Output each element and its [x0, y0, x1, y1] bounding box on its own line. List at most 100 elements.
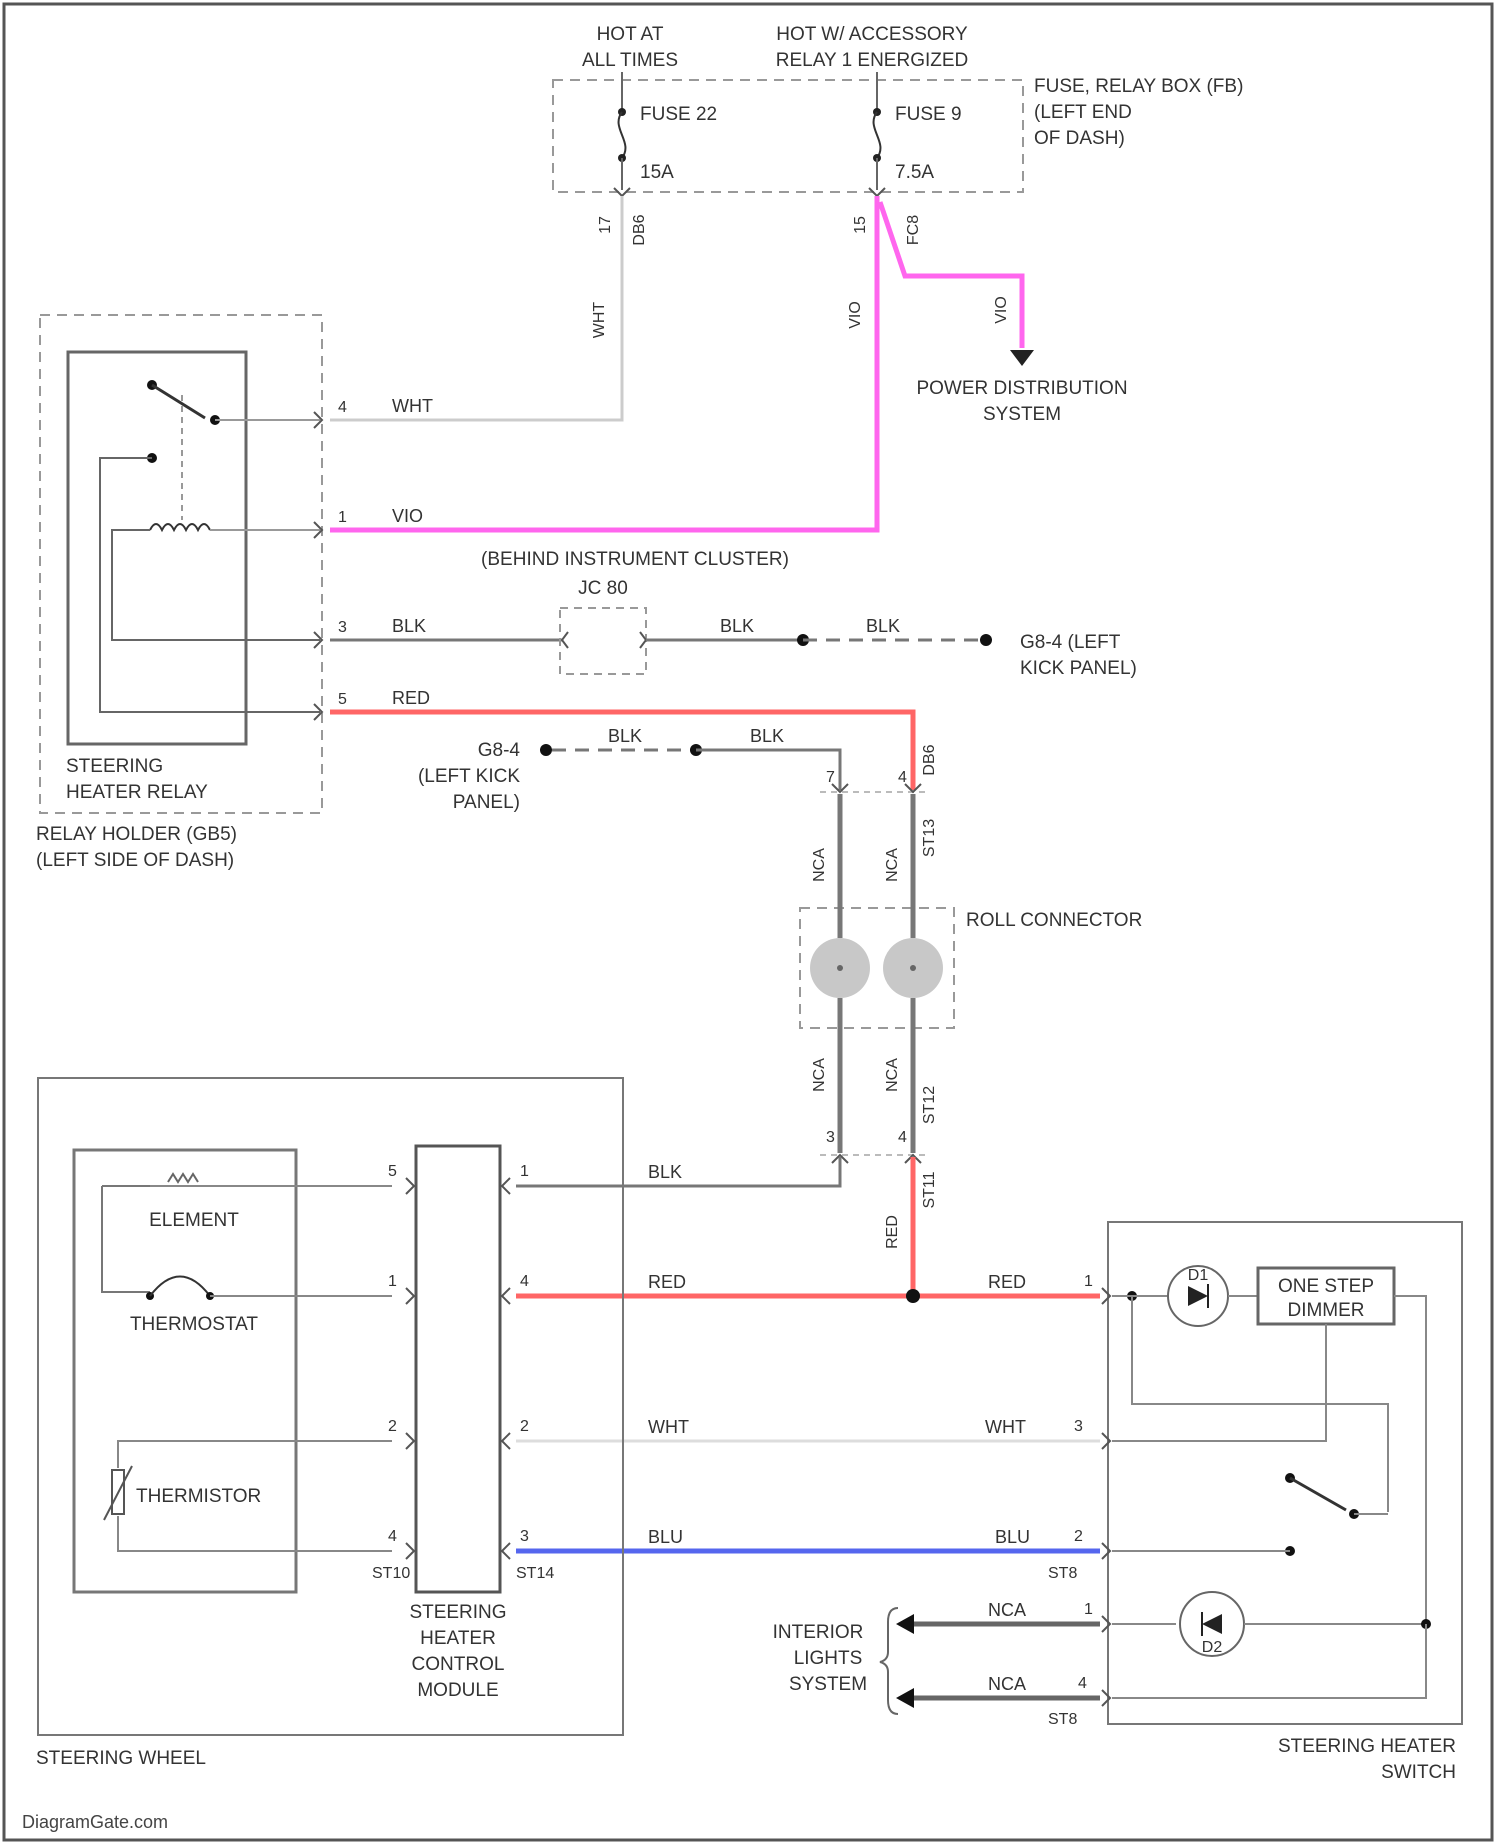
- module-left-pin-1: 1: [388, 1273, 397, 1290]
- interior-lights-line1: INTERIOR: [773, 1622, 864, 1643]
- fuse-9: FUSE 9 7.5A: [873, 72, 962, 190]
- ground-top-line1: G8-4 (LEFT: [1020, 632, 1121, 653]
- thermistor-label: THERMISTOR: [136, 1486, 261, 1507]
- wire-label-vio-branch: VIO: [993, 296, 1010, 324]
- led-1-label: D1: [1188, 1267, 1209, 1284]
- jc80-label: JC 80: [578, 578, 628, 599]
- power-distribution-system: POWER DISTRIBUTION SYSTEM: [916, 378, 1127, 425]
- wire-label-nca-interior-2: NCA: [988, 1674, 1026, 1694]
- module-connector-st10: ST10: [372, 1565, 410, 1582]
- wire-label-wht-switch: WHT: [985, 1417, 1026, 1437]
- fb-connector-b: FC8: [905, 215, 922, 245]
- wire-label-blk-module: BLK: [648, 1162, 682, 1182]
- wire-label-vio-relay: VIO: [392, 506, 423, 526]
- arrow-interior-2: [896, 1688, 914, 1708]
- hot-accessory-line2: RELAY 1 ENERGIZED: [776, 50, 969, 71]
- fuse-box-label-line3: OF DASH): [1034, 128, 1125, 149]
- switch-contact: [1112, 1473, 1388, 1556]
- module-label-line4: MODULE: [417, 1680, 498, 1701]
- wire-vio-fuse9-relay: [330, 196, 877, 530]
- ground-left-line3: PANEL): [453, 792, 520, 813]
- steering-wheel: STEERING WHEEL ELEMENT THERMOSTAT THERMI…: [36, 1078, 623, 1769]
- switch-indicator-led-1: D1: [1168, 1266, 1228, 1326]
- wire-label-blk-ground-left: BLK: [608, 726, 642, 746]
- relay-pin-3: 3: [338, 619, 347, 636]
- module-right-pin-1: 1: [520, 1163, 529, 1180]
- module-label-line2: HEATER: [420, 1628, 496, 1649]
- hot-accessory-line1: HOT W/ ACCESSORY: [776, 24, 968, 45]
- led-2-label: D2: [1202, 1639, 1223, 1656]
- wire-label-blu-switch: BLU: [995, 1527, 1030, 1547]
- power-distribution-arrow: [1010, 350, 1034, 366]
- roll-pin-7: 7: [826, 769, 835, 786]
- wire-label-nca-2: NCA: [884, 848, 901, 882]
- module-right-pin-4: 4: [520, 1273, 529, 1290]
- watermark: DiagramGate.com: [22, 1812, 168, 1832]
- relay-name-line1: STEERING: [66, 756, 163, 777]
- fuse-9-name: FUSE 9: [895, 104, 962, 125]
- wire-label-blu-module: BLU: [648, 1527, 683, 1547]
- hot-at-all-times-line2: ALL TIMES: [582, 50, 678, 71]
- roll-connector-label: ROLL CONNECTOR: [966, 910, 1142, 931]
- fuse-relay-box: HOT AT ALL TIMES HOT W/ ACCESSORY RELAY …: [553, 24, 1243, 246]
- power-distribution-line2: SYSTEM: [983, 404, 1061, 425]
- wire-label-wht-vertical: WHT: [591, 302, 608, 339]
- fuse-22-name: FUSE 22: [640, 104, 717, 125]
- switch-pin-3: 3: [1074, 1418, 1083, 1435]
- ground-left-line1: G8-4: [478, 740, 521, 761]
- power-distribution-line1: POWER DISTRIBUTION: [916, 378, 1127, 399]
- thermostat: THERMOSTAT: [130, 1277, 392, 1336]
- wire-label-blk-roll: BLK: [750, 726, 784, 746]
- junction-connector-jc80: JC 80: [560, 578, 646, 674]
- interior-lights-line3: SYSTEM: [789, 1674, 867, 1695]
- roll-connector: ROLL CONNECTOR 7 4 3 4 DB6 ST13 ST12 ST1…: [800, 744, 1142, 1208]
- diagram-frame: [4, 4, 1492, 1840]
- switch-pin-4: 4: [1078, 1675, 1087, 1692]
- roll-connector-st11: ST11: [921, 1171, 938, 1208]
- interior-bracket: [880, 1608, 898, 1714]
- ground-left-line2: (LEFT KICK: [418, 766, 520, 787]
- dimmer-label-line2: DIMMER: [1287, 1300, 1364, 1321]
- switch-label-line2: SWITCH: [1381, 1762, 1456, 1783]
- wire-vio-power-distribution: [880, 202, 1022, 348]
- wire-label-red-switch: RED: [988, 1272, 1026, 1292]
- heater-element: ELEMENT: [102, 1174, 392, 1292]
- wire-blk-splice-roll: [696, 750, 840, 790]
- fb-pin-17: 17: [597, 216, 614, 234]
- roll-pin-4b: 4: [898, 1129, 907, 1146]
- thermistor: THERMISTOR: [104, 1441, 392, 1551]
- switch-label-line1: STEERING HEATER: [1278, 1736, 1456, 1757]
- roll-connector-st12: ST12: [921, 1086, 938, 1124]
- wire-label-nca-interior-1: NCA: [988, 1600, 1026, 1620]
- ground-g84-top: [980, 634, 992, 646]
- element-label: ELEMENT: [149, 1210, 239, 1231]
- ground-top-line2: KICK PANEL): [1020, 658, 1137, 679]
- wire-label-blk-ground: BLK: [866, 616, 900, 636]
- steering-heater-relay: 4 1 3 5 STEERING HEATER RELAY RELAY HOLD…: [36, 315, 347, 871]
- splice-red: [906, 1289, 920, 1303]
- switch-pin-1b: 1: [1084, 1601, 1093, 1618]
- fuse-box-label-line2: (LEFT END: [1034, 102, 1132, 123]
- behind-instrument-cluster: (BEHIND INSTRUMENT CLUSTER): [481, 549, 789, 570]
- arrow-interior-1: [896, 1614, 914, 1634]
- module-left-pin-5: 5: [388, 1163, 397, 1180]
- relay-pin-4: 4: [338, 399, 347, 416]
- steering-wheel-label: STEERING WHEEL: [36, 1748, 206, 1769]
- hot-at-all-times-line1: HOT AT: [597, 24, 664, 45]
- steering-heater-control-module: STEERING HEATER CONTROL MODULE 5 1 2 4 1…: [372, 1146, 554, 1701]
- wire-label-blk-relay: BLK: [392, 616, 426, 636]
- dimmer-label-line1: ONE STEP: [1278, 1276, 1374, 1297]
- module-right-pin-2: 2: [520, 1418, 529, 1435]
- module-label-line1: STEERING: [409, 1602, 506, 1623]
- switch-pin-1: 1: [1084, 1273, 1093, 1290]
- fuse-22-rating: 15A: [640, 162, 674, 183]
- switch-pin-2: 2: [1074, 1528, 1083, 1545]
- fuse-22: FUSE 22 15A: [618, 72, 717, 190]
- wire-label-red-vertical: RED: [884, 1215, 901, 1249]
- relay-pin-5: 5: [338, 691, 347, 708]
- relay-connector-pins: [314, 412, 322, 720]
- wire-label-red-module: RED: [648, 1272, 686, 1292]
- wire-label-red-relay: RED: [392, 688, 430, 708]
- relay-pin-1: 1: [338, 509, 347, 526]
